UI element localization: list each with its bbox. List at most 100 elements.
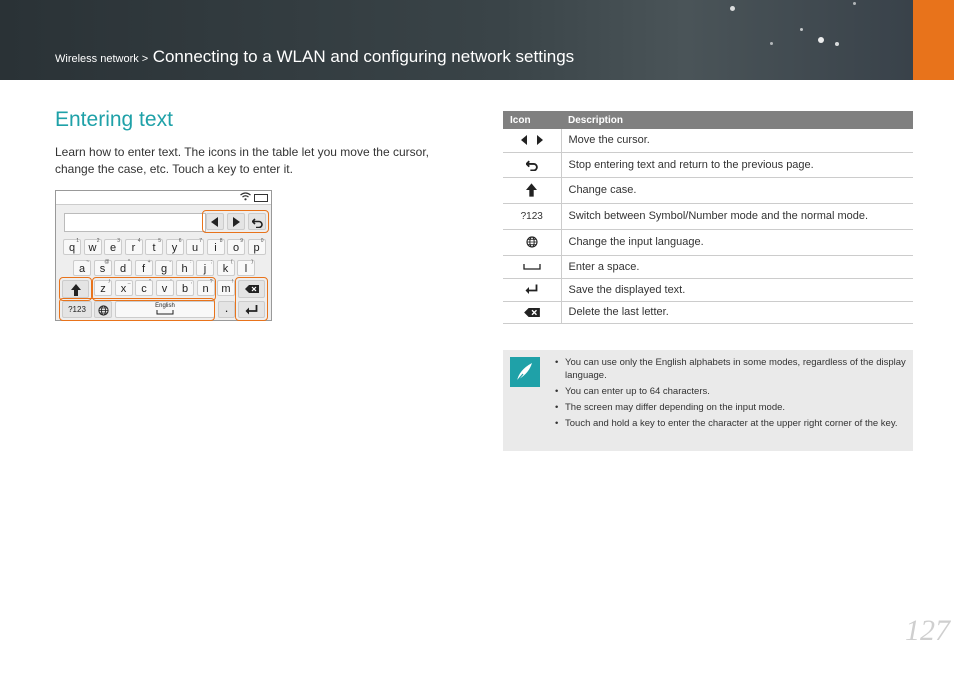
key-secondary-label: 4 (137, 238, 141, 244)
key-l[interactable]: l) (237, 259, 255, 276)
back-icon (503, 152, 562, 178)
space-icon (503, 255, 562, 279)
table-cell-description: Save the displayed text. (561, 278, 913, 302)
key-f[interactable]: f+ (134, 259, 153, 276)
table-cell-description: Enter a space. (561, 255, 913, 279)
note-list: You can use only the English alphabets i… (555, 356, 915, 433)
chapter-tab (913, 0, 954, 80)
key-label: h (181, 263, 188, 275)
key-label: z (100, 283, 106, 295)
key-label: r (131, 242, 136, 254)
enter-icon (503, 278, 562, 302)
key-secondary-label: ) (251, 259, 253, 265)
key-a[interactable]: a~ (73, 259, 91, 276)
backspace-key[interactable] (238, 280, 265, 298)
key-secondary-label: - (169, 259, 171, 265)
key-g[interactable]: g- (155, 259, 173, 276)
key-d[interactable]: d* (114, 259, 132, 276)
key-k[interactable]: k( (216, 259, 235, 276)
key-label: g (160, 263, 168, 275)
column-header-description: Description (561, 111, 913, 129)
left-arrow-icon (211, 217, 218, 227)
key-secondary-label: ( (230, 259, 233, 265)
key-secondary-label: ! (231, 279, 233, 285)
table-row: Save the displayed text. (503, 278, 913, 302)
key-secondary-label: + (147, 259, 151, 265)
key-label: s (99, 263, 106, 275)
key-z[interactable]: z/ (94, 279, 112, 296)
key-label: i (214, 242, 217, 254)
key-secondary-label: 8 (219, 238, 223, 244)
note-item: You can use only the English alphabets i… (555, 356, 915, 382)
back-icon (250, 218, 263, 229)
table-row: Change case. (503, 177, 913, 204)
key-label: w (88, 242, 97, 254)
right-arrow-icon (233, 217, 240, 227)
key-secondary-label: 5 (158, 238, 161, 244)
enter-key[interactable] (238, 301, 265, 318)
key-secondary-label: / (108, 279, 110, 285)
key-s[interactable]: s@ (93, 259, 112, 276)
key-secondary-label: ; (210, 259, 212, 265)
globe-icon (503, 229, 562, 256)
key-c[interactable]: c" (135, 279, 153, 296)
table-row: Stop entering text and return to the pre… (503, 152, 913, 178)
note-item: You can enter up to 64 characters. (555, 385, 915, 398)
key-label: m (221, 283, 231, 295)
text-input-field[interactable] (64, 213, 206, 232)
table-row: ?123 Switch between Symbol/Number mode a… (503, 203, 913, 230)
key-h[interactable]: h: (175, 259, 194, 276)
key-label: q (68, 242, 76, 254)
cursor-right-key[interactable] (227, 213, 245, 230)
shift-highlight (59, 277, 92, 301)
key-label: x (120, 283, 127, 295)
key-m[interactable]: m! (217, 279, 235, 296)
key-label: n (202, 283, 209, 295)
key-secondary-label: 3 (117, 238, 120, 244)
key-label: l (244, 263, 248, 275)
key-secondary-label: : (190, 259, 192, 265)
globe-key[interactable] (94, 301, 112, 318)
shift-key[interactable] (62, 280, 89, 298)
key-b[interactable]: b, (176, 279, 194, 296)
cursor-left-key[interactable] (206, 213, 224, 230)
table-row: Change the input language. (503, 229, 913, 256)
key-n[interactable]: n? (196, 279, 215, 296)
symbol-mode-key[interactable]: ?123 (62, 301, 92, 318)
backspace-enter-highlight (235, 277, 268, 321)
key-label: j (203, 263, 207, 275)
breadcrumb-section: Wireless network > (55, 53, 149, 65)
key-x[interactable]: x_ (114, 279, 133, 296)
key-label: o (232, 242, 240, 254)
key-v[interactable]: v' (155, 279, 174, 296)
backspace-icon (244, 285, 259, 293)
globe-icon (97, 305, 109, 316)
space-key-label: English (155, 303, 175, 309)
key-label: f (141, 263, 146, 275)
table-cell-description: Stop entering text and return to the pre… (561, 152, 913, 178)
shift-icon (503, 177, 562, 204)
header-banner: Wireless network > Connecting to a WLAN … (0, 0, 913, 80)
space-key[interactable]: English (115, 301, 215, 318)
letter-row-highlight (92, 277, 216, 301)
breadcrumb-title: Connecting to a WLAN and configuring net… (152, 47, 575, 66)
key-secondary-label: 9 (240, 238, 243, 244)
table-cell-description: Switch between Symbol/Number mode and th… (561, 203, 913, 230)
note-pen-icon (510, 357, 540, 387)
period-key[interactable]: . (218, 301, 235, 318)
key-secondary-label: ? (209, 279, 213, 285)
enter-icon (245, 305, 258, 315)
icon-table: Icon Description Move the cursor. Stop e… (503, 111, 913, 324)
key-j[interactable]: j; (196, 259, 214, 276)
back-key[interactable] (248, 213, 266, 230)
